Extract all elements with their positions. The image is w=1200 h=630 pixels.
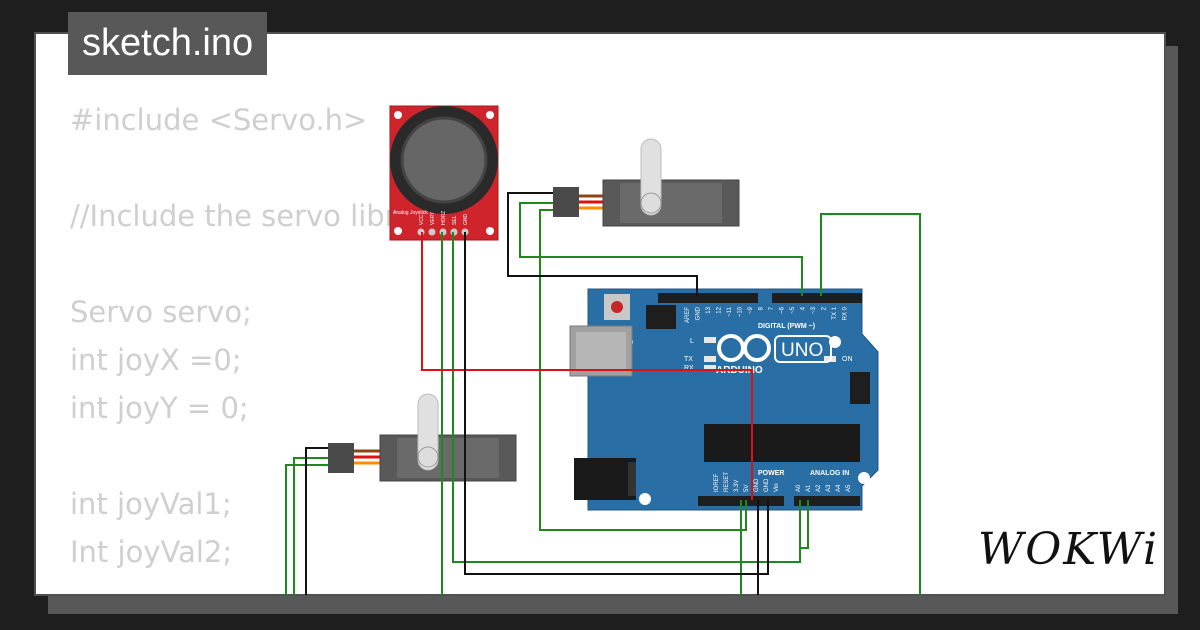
wire-servo1-signal [519, 202, 803, 296]
pin-label: 5V [744, 485, 750, 492]
reset-button-cap[interactable] [611, 301, 623, 313]
led-rx [704, 365, 716, 371]
power-label: POWER [758, 470, 784, 477]
servo-connector [553, 187, 579, 217]
pin-label: AREF [685, 307, 691, 323]
wire-joy-horz [452, 232, 801, 563]
mount-hole [639, 493, 651, 505]
pin-label: IOREF [714, 473, 720, 492]
servo-bottom[interactable] [328, 393, 517, 482]
pin-label: GND [754, 478, 760, 492]
joystick-name: Analog Joystick [393, 210, 428, 216]
pin-label: ~6 [780, 306, 786, 314]
pin-label: 8 [759, 306, 765, 310]
board-model: UNO [781, 340, 823, 361]
servo-top-plate [620, 183, 722, 223]
led-l [704, 337, 716, 343]
tx-label: TX [684, 356, 693, 363]
servo-shaft [417, 446, 439, 468]
atmega-chip [704, 424, 860, 462]
wire-servo2-gnd [305, 447, 328, 595]
analog-pin-labels: A0 A1 A2 A3 A4 A5 [796, 484, 852, 492]
wire-servo2-power [285, 464, 328, 595]
wires [285, 192, 921, 595]
servo-top[interactable] [553, 138, 740, 227]
rx-label: RX [684, 365, 694, 372]
wire-vcc [421, 232, 753, 500]
power-jack [574, 458, 636, 500]
pin-label: 2 [822, 306, 828, 310]
pin-label: TX 1 [832, 306, 838, 319]
wire-joy-gnd [464, 232, 769, 575]
pin-label: 13 [706, 306, 712, 313]
analog-header [794, 496, 860, 506]
pin-label: ~5 [790, 306, 796, 314]
pin-label: ~9 [748, 306, 754, 314]
arduino-infinity-logo [717, 334, 832, 363]
digital-label: DIGITAL (PWM ~) [758, 323, 815, 330]
mount-hole [394, 111, 402, 119]
led-tx [704, 356, 716, 362]
digital-header-left [658, 293, 758, 303]
wire-servo1-gnd [507, 192, 698, 296]
servo-connector [328, 443, 354, 473]
pin-label: A3 [826, 484, 832, 492]
icsp-header-2 [850, 372, 870, 404]
pin-label: A2 [816, 484, 822, 492]
pin-label: 7 [769, 306, 775, 310]
pin-label: 4 [801, 306, 807, 310]
arduino-uno-board[interactable]: UNO ARDUINO DIGITAL (PWM ~) POWER ANALOG… [569, 288, 879, 511]
pin-label: A5 [846, 484, 852, 492]
wire-servo1-power [539, 209, 747, 531]
digital-header-right [772, 293, 862, 303]
pin-label: GND [764, 478, 770, 492]
servo-top-plate [397, 438, 499, 478]
code-line: Servo servo; [70, 295, 252, 329]
code-line: int joyVal1; [70, 487, 232, 521]
joystick-pin-label: VERT [430, 212, 436, 225]
power-pin-labels: IOREF RESET 3.3V 5V GND GND Vin [714, 472, 780, 492]
pin-label: RX 0 [843, 306, 849, 320]
pin-label: RESET [724, 472, 730, 492]
wire-a1 [800, 500, 809, 549]
pin-label: ~10 [738, 306, 744, 317]
code-line: Int joyVal2; [70, 535, 233, 569]
joystick-knob[interactable] [400, 116, 488, 204]
pin-label: 12 [717, 306, 723, 313]
mount-hole [394, 227, 402, 235]
pin-label: A1 [806, 484, 812, 492]
joystick-pin-label: VCC [419, 214, 425, 225]
pin-label: A0 [796, 484, 802, 492]
mount-hole [486, 227, 494, 235]
usb-connector-face [576, 332, 626, 370]
pin-label: ~3 [811, 306, 817, 314]
joystick-pin [428, 228, 436, 236]
wokwi-logo: WOKWi [978, 524, 1160, 575]
analog-label: ANALOG IN [810, 470, 849, 477]
wire-servo2-signal [293, 457, 328, 595]
pin-label: Vin [774, 483, 780, 492]
power-jack-lip [628, 462, 636, 496]
code-line: int joyY = 0; [70, 391, 249, 425]
pin-label: ~11 [727, 306, 733, 316]
pin-label: A4 [836, 484, 842, 492]
mount-hole [858, 472, 870, 484]
file-title[interactable]: sketch.ino [68, 12, 268, 75]
wire-d3 [820, 213, 921, 595]
servo-shaft [640, 192, 662, 214]
joystick-pin-label: GND [463, 214, 469, 226]
mount-hole [486, 111, 494, 119]
code-line: #include <Servo.h> [70, 103, 368, 137]
pin-label: GND [696, 306, 702, 320]
on-label: ON [842, 356, 853, 363]
pin-label: 3.3V [734, 480, 740, 492]
code-line: int joyX =0; [70, 343, 242, 377]
analog-joystick[interactable]: Analog Joystick VCC VERT HORZ SEL GND [389, 105, 499, 241]
joystick-pin-label: SEL [452, 215, 458, 225]
joystick-pin-label: HORZ [441, 211, 447, 225]
l-label: L [690, 338, 694, 345]
icsp-header [646, 305, 676, 329]
